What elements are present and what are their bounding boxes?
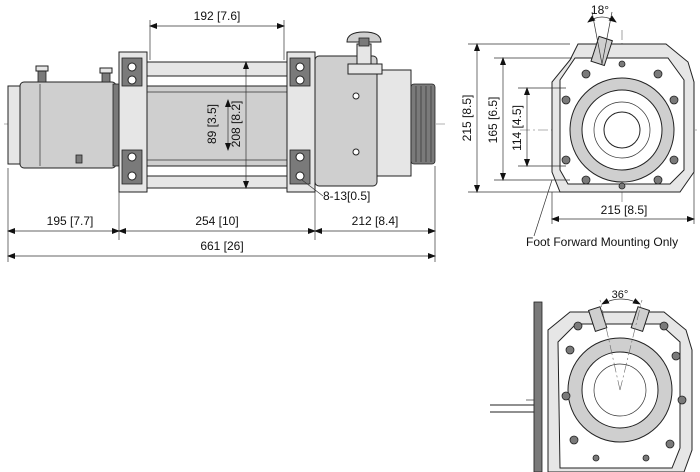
right-drum-support	[286, 51, 316, 193]
side-bolt-holes	[561, 60, 679, 190]
dim-bolts: 8-13[0.5]	[323, 189, 370, 203]
winch-front-view: 192 [7.6] 89 [3.5] 208 [8.2] 8-13[0.5] 1…	[4, 9, 445, 262]
dim-drum-length: 254 [10]	[195, 214, 238, 228]
angle-bottom: 36°	[612, 289, 629, 301]
motor-body	[7, 65, 120, 169]
mounted-bolt-holes	[561, 321, 687, 462]
winch-side-view: 18° 215 [8.5] 165 [6.5] 114 [4.5] 215 [8…	[460, 3, 700, 249]
angle-top: 18°	[591, 3, 609, 17]
cable-drum	[146, 61, 288, 189]
dim-motor-length: 195 [7.7]	[47, 214, 94, 228]
dim-side-height-outer: 215 [8.5]	[460, 95, 474, 142]
left-drum-support	[118, 51, 148, 193]
dim-side-height-inner: 114 [4.5]	[510, 105, 524, 151]
dim-total-length: 661 [26]	[200, 239, 243, 253]
dim-inner-height: 89 [3.5]	[205, 104, 219, 144]
note-foot-forward: Foot Forward Mounting Only	[526, 235, 678, 249]
winch-mounted-view: 36°	[490, 289, 693, 472]
dim-top-width: 192 [7.6]	[194, 9, 241, 23]
dim-side-width: 215 [8.5]	[601, 203, 648, 217]
dim-gear-length: 212 [8.4]	[352, 214, 399, 228]
gear-housing	[314, 31, 436, 187]
dim-side-height-mid: 165 [6.5]	[486, 97, 500, 144]
dim-drum-height: 208 [8.2]	[229, 101, 243, 148]
